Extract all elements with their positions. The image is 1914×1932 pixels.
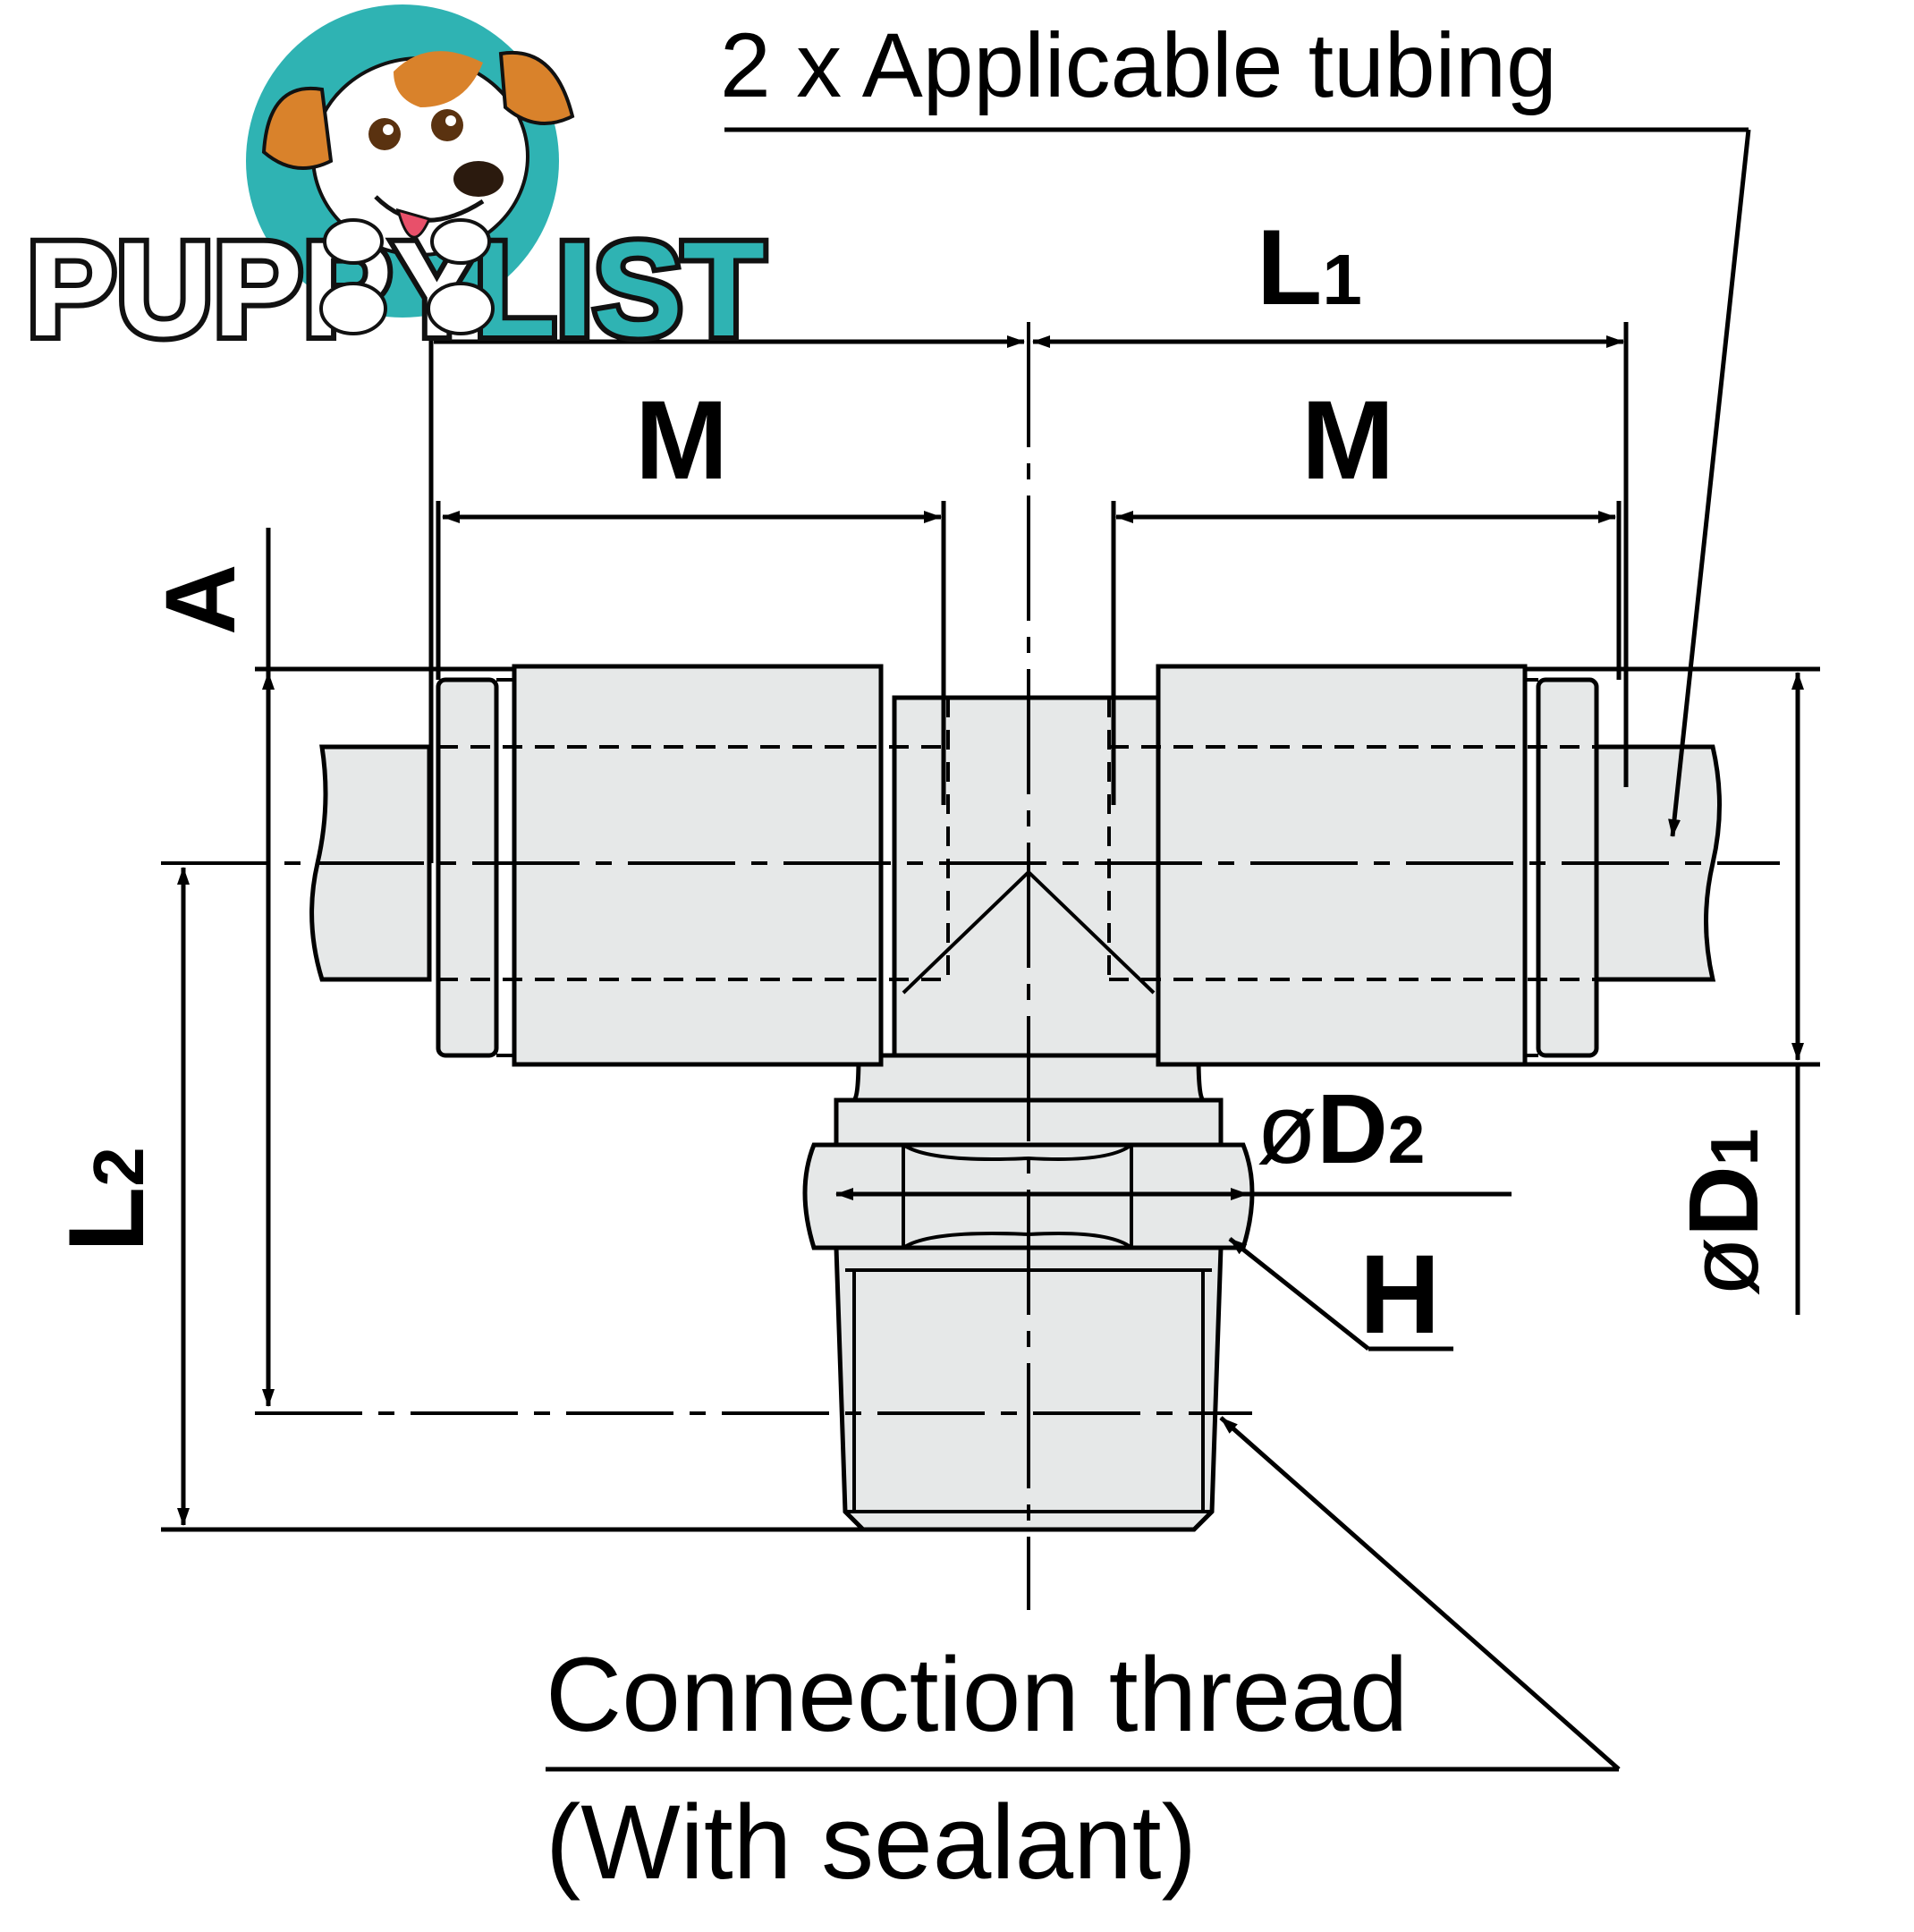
m-left-label: M [635,378,728,503]
l1-subscript: 1 [1322,240,1362,319]
d2-letter: D [1317,1074,1387,1184]
hidden-lines [438,698,1596,981]
d1-letter: D [1669,1165,1779,1236]
d1-diameter-sign: ø [1669,1237,1779,1297]
connection-thread-label: Connection thread [546,1636,1408,1754]
h-label: H [1359,1233,1440,1357]
left-collet [436,677,499,1058]
center-lines [161,322,1780,1610]
tubing-label: 2 x Applicable tubing [720,14,1557,116]
right-sleeve [1156,664,1528,1067]
dimension-lines [161,127,1820,1772]
fitting-body [309,664,1722,1532]
l1-letter: L [1257,208,1322,327]
dog-mascot-icon [261,50,575,257]
puppylist-logo: PUPPY LIST [21,4,770,369]
dog-paws-icon [319,218,495,335]
l1-label: L1 [1257,208,1362,327]
d2-diameter-sign: ø [1257,1074,1317,1184]
d2-label: øD2 [1257,1074,1425,1184]
l2-letter: L [47,1187,166,1252]
sealant-label: (With sealant) [546,1784,1197,1902]
d2-subscript: 2 [1388,1102,1426,1177]
logo-text-list: LIST [474,214,765,364]
logo-text-puppy: PUPPY [27,214,482,364]
l2-subscript: 2 [79,1147,158,1187]
l2-label: L2 [47,1147,166,1252]
d1-subscript: 1 [1697,1129,1772,1166]
d1-label: øD1 [1669,1129,1779,1297]
right-collet [1536,677,1599,1058]
left-sleeve [512,664,884,1067]
m-right-label: M [1301,378,1394,503]
a-label: A [146,564,256,635]
